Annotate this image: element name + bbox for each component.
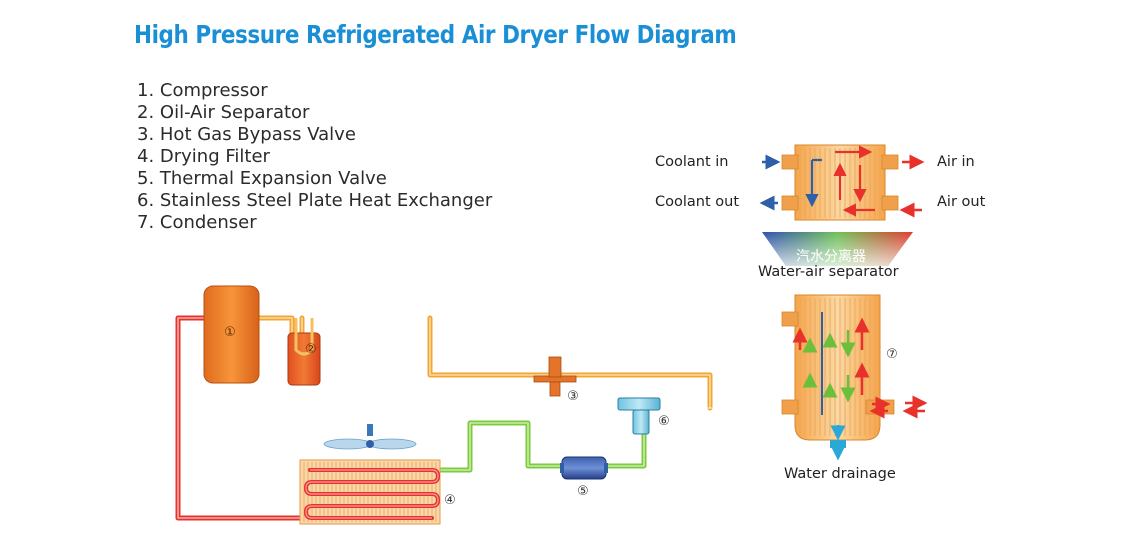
- legend-item-condenser: 7. Condenser: [137, 212, 257, 233]
- legend-item-oil-air-separator: 2. Oil-Air Separator: [137, 102, 310, 123]
- main-separator-vessel: [781, 294, 895, 461]
- legend-item-compressor: 1. Compressor: [137, 80, 268, 101]
- detail-heat-exchanger: [781, 144, 899, 221]
- marker-drying-filter: ④: [443, 493, 457, 508]
- label-separator-cn: 汽水分离器: [796, 249, 866, 265]
- label-water-drainage: Water drainage: [784, 466, 896, 482]
- condenser-coil: [299, 459, 441, 525]
- marker-bypass-valve: ③: [566, 389, 580, 404]
- label-air-out: Air out: [937, 194, 986, 210]
- marker-oil-air-separator: ②: [305, 342, 317, 357]
- oil-air-separator: [287, 318, 321, 386]
- legend-item-heat-exchanger: 6. Stainless Steel Plate Heat Exchanger: [137, 190, 493, 211]
- detail-flow-arrows: [759, 154, 925, 218]
- pipe-filter-to-expansion-valve: [603, 432, 647, 469]
- page-title: High Pressure Refrigerated Air Dryer Flo…: [134, 20, 737, 49]
- marker-expansion-valve: ⑤: [576, 484, 590, 499]
- marker-compressor: ①: [224, 325, 236, 340]
- drying-filter: [560, 456, 608, 480]
- marker-heat-exchanger: ⑥: [657, 414, 671, 429]
- legend-item-hot-gas-bypass-valve: 3. Hot Gas Bypass Valve: [137, 124, 356, 145]
- legend-item-thermal-expansion-valve: 5. Thermal Expansion Valve: [137, 168, 387, 189]
- marker-condenser: ⑦: [885, 347, 899, 362]
- label-coolant-out: Coolant out: [655, 194, 740, 210]
- pipe-condenser-to-filter: [437, 420, 565, 473]
- label-air-in: Air in: [937, 154, 975, 170]
- compressor: [203, 285, 260, 384]
- label-separator-en: Water-air separator: [758, 264, 899, 280]
- fan-icon: [323, 424, 417, 450]
- label-coolant-in: Coolant in: [655, 154, 729, 170]
- water-air-separator-band: [762, 232, 913, 266]
- piping: [175, 315, 798, 521]
- hot-gas-bypass-valve: [533, 356, 577, 397]
- air-flow-arrows: [902, 395, 928, 419]
- component-legend: 1. Compressor 2. Oil-Air Separator 3. Ho…: [137, 80, 492, 234]
- legend-item-drying-filter: 4. Drying Filter: [137, 146, 270, 167]
- plate-heat-exchanger: [617, 397, 661, 435]
